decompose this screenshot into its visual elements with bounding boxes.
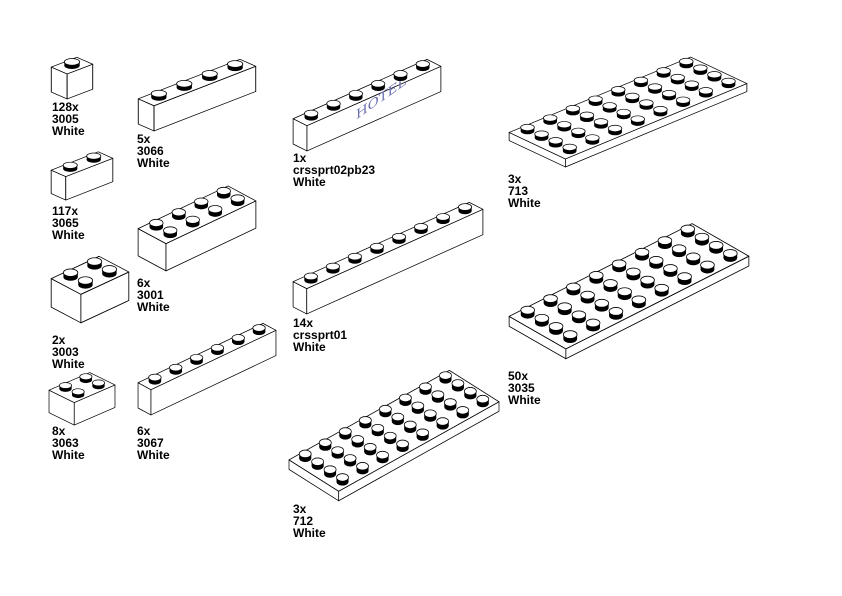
part-color: White xyxy=(137,300,170,314)
part-id: 3066 xyxy=(137,144,164,158)
brick-drawing-icon xyxy=(137,58,257,132)
part-color: White xyxy=(52,228,85,242)
part-id: crssprt01 xyxy=(293,328,348,342)
part-count: 8x xyxy=(52,424,66,438)
part-color: White xyxy=(293,340,326,354)
brick-drawing-icon xyxy=(50,255,130,324)
brick-drawing-icon xyxy=(48,372,116,426)
part-id: 3063 xyxy=(52,436,79,450)
part-color: White xyxy=(52,448,85,462)
brick-drawing-icon: HOTEL xyxy=(292,59,442,152)
part-color: White xyxy=(293,526,326,540)
part-id: 3003 xyxy=(52,345,79,359)
part-color: White xyxy=(52,357,85,371)
part-id: 3065 xyxy=(52,216,79,230)
brick-drawing-icon xyxy=(137,185,257,272)
part-color: White xyxy=(137,448,170,462)
brick-drawing-icon xyxy=(292,202,484,315)
brick-drawing-icon xyxy=(508,56,748,168)
brick-drawing-icon xyxy=(508,223,750,360)
part-id: 3035 xyxy=(508,381,535,395)
part-id: 3005 xyxy=(52,112,79,126)
part-count: 6x xyxy=(137,424,151,438)
part-count: 1x xyxy=(293,151,307,165)
part-count: 5x xyxy=(137,132,151,146)
brick-drawing-icon xyxy=(137,323,277,416)
part-id: crssprt02pb23 xyxy=(293,163,376,177)
part-id: 712 xyxy=(293,514,314,528)
part-count: 128x xyxy=(52,100,79,114)
part-color: White xyxy=(293,175,326,189)
part-color: White xyxy=(52,124,85,138)
part-id: 713 xyxy=(508,184,529,198)
part-count: 3x xyxy=(508,172,522,186)
part-id: 3067 xyxy=(137,436,164,450)
brick-drawing-icon xyxy=(50,56,94,100)
part-count: 6x xyxy=(137,276,151,290)
part-id: 3001 xyxy=(137,288,164,302)
brick-drawing-icon xyxy=(50,151,114,201)
part-count: 50x xyxy=(508,369,529,383)
part-count: 14x xyxy=(293,316,314,330)
part-color: White xyxy=(508,196,541,210)
part-count: 2x xyxy=(52,333,66,347)
part-count: 3x xyxy=(293,502,307,516)
part-count: 117x xyxy=(52,204,79,218)
brick-drawing-icon xyxy=(288,369,500,502)
part-color: White xyxy=(508,393,541,407)
part-color: White xyxy=(137,156,170,170)
